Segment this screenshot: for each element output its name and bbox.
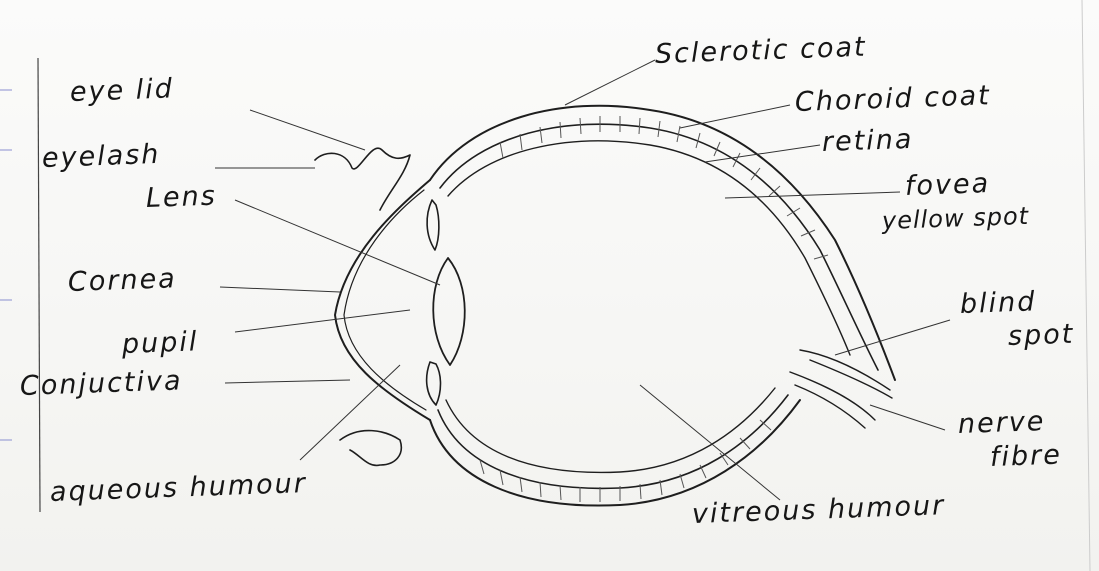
- upper-eyelid: [315, 148, 410, 210]
- retina-outline: [446, 141, 850, 473]
- optic-nerve: [790, 350, 892, 428]
- label-lens: Lens: [145, 182, 217, 214]
- iris-upper: [427, 200, 439, 250]
- label-pupil: pupil: [121, 327, 198, 360]
- aqueous-humour-leader: [300, 365, 400, 460]
- coat-hatching-bottom: [480, 420, 771, 502]
- cornea-outline: [335, 180, 430, 420]
- conjuctiva-leader: [225, 380, 350, 383]
- lens-outline: [433, 258, 465, 365]
- iris-lower: [427, 362, 441, 405]
- pupil-leader: [235, 310, 410, 332]
- label-blind: blind: [959, 287, 1036, 320]
- sclerotic-coat-leader: [565, 60, 655, 105]
- label-eyelash: eyelash: [41, 140, 160, 174]
- label-eye-lid: eye lid: [69, 74, 174, 108]
- choroid-coat-outline: [438, 124, 878, 488]
- label-conjuctiva: Conjuctiva: [19, 366, 183, 402]
- coat-hatching-top: [500, 116, 828, 259]
- label-cornea: Cornea: [67, 264, 177, 298]
- sclerotic-coat-outline: [430, 106, 895, 506]
- label-fovea: fovea: [904, 169, 990, 202]
- lens-leader: [235, 200, 440, 285]
- label-retina: retina: [821, 125, 913, 158]
- cornea-leader: [220, 287, 340, 292]
- label-spot: spot: [1007, 320, 1074, 352]
- lower-eyelid: [340, 431, 401, 466]
- label-yellow-spot: yellow spot: [882, 203, 1030, 234]
- blind-spot-leader: [835, 320, 950, 355]
- nerve-fibre-leader: [870, 405, 945, 430]
- page-edge-line: [1082, 0, 1090, 571]
- left-margin-line: [38, 58, 40, 512]
- label-nerve: nerve: [957, 407, 1045, 440]
- choroid-coat-leader: [680, 105, 790, 128]
- eye-lid-leader: [250, 110, 365, 150]
- label-fibre: fibre: [989, 441, 1062, 473]
